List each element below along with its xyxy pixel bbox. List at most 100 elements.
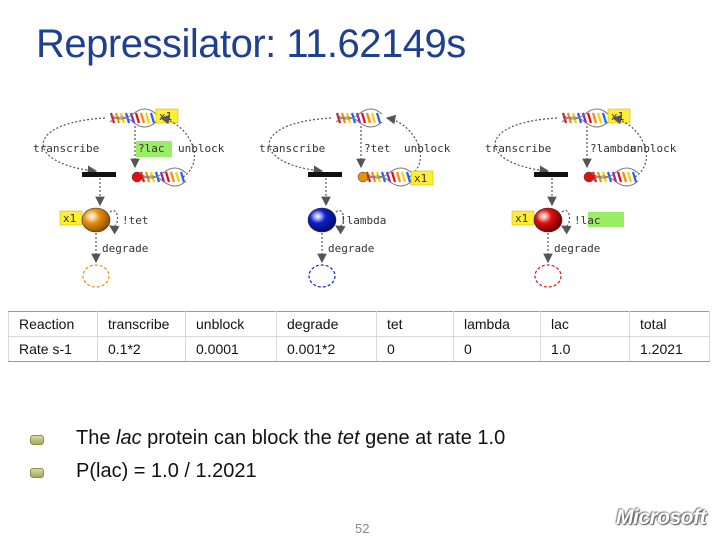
unblock-label: unblock <box>178 142 225 155</box>
dna-strand <box>601 112 608 124</box>
dna-strand <box>139 112 146 124</box>
protein-signal-label: !lambda <box>340 214 386 227</box>
dna-backbone <box>139 175 187 187</box>
guard-highlight <box>136 141 172 157</box>
multiplicity-label: x1 <box>63 212 76 225</box>
dna-strand <box>174 171 181 183</box>
unblock-arrow <box>159 114 195 178</box>
protein-label-highlight <box>588 212 624 227</box>
transcribe-label: transcribe <box>485 142 551 155</box>
table-cell: lac <box>540 311 630 337</box>
degrade-label: degrade <box>554 242 600 255</box>
degrade-label: degrade <box>102 242 148 255</box>
multiplicity-label: x1 <box>414 172 427 185</box>
dna-strand <box>335 112 342 124</box>
slide-title: Repressilator: 11.62149s <box>36 22 466 66</box>
table-cell: total <box>629 311 710 337</box>
protein-icon <box>533 207 563 233</box>
bullet-icon <box>30 435 44 445</box>
degraded-protein-icon <box>534 264 562 288</box>
dna-strand <box>179 171 186 183</box>
table-cell: 0 <box>453 336 541 362</box>
dna-strand <box>144 112 151 124</box>
guard-label: ?tet <box>364 142 391 155</box>
gene-icon <box>335 108 383 128</box>
dna-strand <box>616 171 623 183</box>
transcribe-label: transcribe <box>259 142 325 155</box>
dna-strand <box>360 112 367 124</box>
table-cell: Reaction <box>8 311 98 337</box>
dna-strand <box>139 171 146 183</box>
degraded-protein-icon <box>308 264 336 288</box>
dna-backbone <box>365 175 413 187</box>
dna-strand <box>365 171 372 183</box>
dna-strand <box>109 112 116 124</box>
table-row: Rate s-1 0.1*2 0.0001 0.001*2 0 0 1.0 1.… <box>8 336 710 362</box>
list-item: The lac protein can block the tet gene a… <box>30 424 505 457</box>
guard-label: ?lambda <box>590 142 636 155</box>
table-cell: Rate s-1 <box>8 336 98 362</box>
transcription-bar <box>82 172 116 177</box>
bullet-text: P(lac) = 1.0 / 1.2021 <box>76 460 257 482</box>
dna-backbone <box>591 175 639 187</box>
unblock-arrow <box>611 114 647 178</box>
bullet-list: The lac protein can block the tet gene a… <box>30 424 505 490</box>
multiplicity-label: x1 <box>515 212 528 225</box>
blocked-gene-icon <box>365 167 413 187</box>
microsoft-logo: Microsoft <box>616 506 707 529</box>
blocked-gene-icon <box>139 167 187 187</box>
transcribe-arrow <box>42 117 106 176</box>
table-cell: 0.001*2 <box>276 336 377 362</box>
dna-strand <box>345 112 352 124</box>
degrade-label: degrade <box>328 242 374 255</box>
table-cell: degrade <box>276 311 377 337</box>
bullet-text: The lac protein can block the tet gene a… <box>76 427 506 449</box>
dna-strand <box>571 112 578 124</box>
dna-strand <box>134 112 141 124</box>
dna-strand <box>591 171 598 183</box>
protein-icon <box>307 207 337 233</box>
table-cell: 0 <box>376 336 454 362</box>
self-loop-arrow <box>560 209 572 235</box>
table-cell: 0.0001 <box>185 336 277 362</box>
table-cell: unblock <box>185 311 277 337</box>
table-cell: 1.0 <box>540 336 630 362</box>
dna-strand <box>631 171 638 183</box>
multiplicity-box <box>410 170 434 186</box>
self-loop-arrow <box>334 209 346 235</box>
dna-backbone <box>109 116 157 128</box>
dna-backbone <box>561 116 609 128</box>
dna-strand <box>596 112 603 124</box>
blocked-gene-icon <box>591 167 639 187</box>
page-number: 52 <box>355 521 370 536</box>
transcribe-arrow <box>268 117 332 176</box>
dna-backbone <box>335 116 383 128</box>
transcription-bar <box>308 172 342 177</box>
table-cell: lambda <box>453 311 541 337</box>
table-cell: 1.2021 <box>629 336 710 362</box>
table-cell: 0.1*2 <box>97 336 186 362</box>
dna-strand <box>365 112 372 124</box>
self-loop-arrow <box>108 209 120 235</box>
unblock-label: unblock <box>630 142 677 155</box>
dna-strand <box>405 171 412 183</box>
dna-strand <box>395 171 402 183</box>
dna-strand <box>561 112 568 124</box>
dna-strand <box>370 112 377 124</box>
degraded-protein-icon <box>82 264 110 288</box>
protein-signal-label: !lac <box>574 214 601 227</box>
dna-strand <box>169 171 176 183</box>
rate-table: Reaction transcribe unblock degrade tet … <box>8 311 710 362</box>
dna-strand <box>621 171 628 183</box>
table-row: Reaction transcribe unblock degrade tet … <box>8 311 710 337</box>
dna-strand <box>400 171 407 183</box>
table-cell: tet <box>376 311 454 337</box>
dna-strand <box>591 112 598 124</box>
dna-strand <box>390 171 397 183</box>
guard-label: ?lac <box>138 142 165 155</box>
dna-strand <box>164 171 171 183</box>
dna-strand <box>586 112 593 124</box>
dna-strand <box>601 171 608 183</box>
transcribe-arrow <box>494 117 558 176</box>
list-item: P(lac) = 1.0 / 1.2021 <box>30 457 505 490</box>
